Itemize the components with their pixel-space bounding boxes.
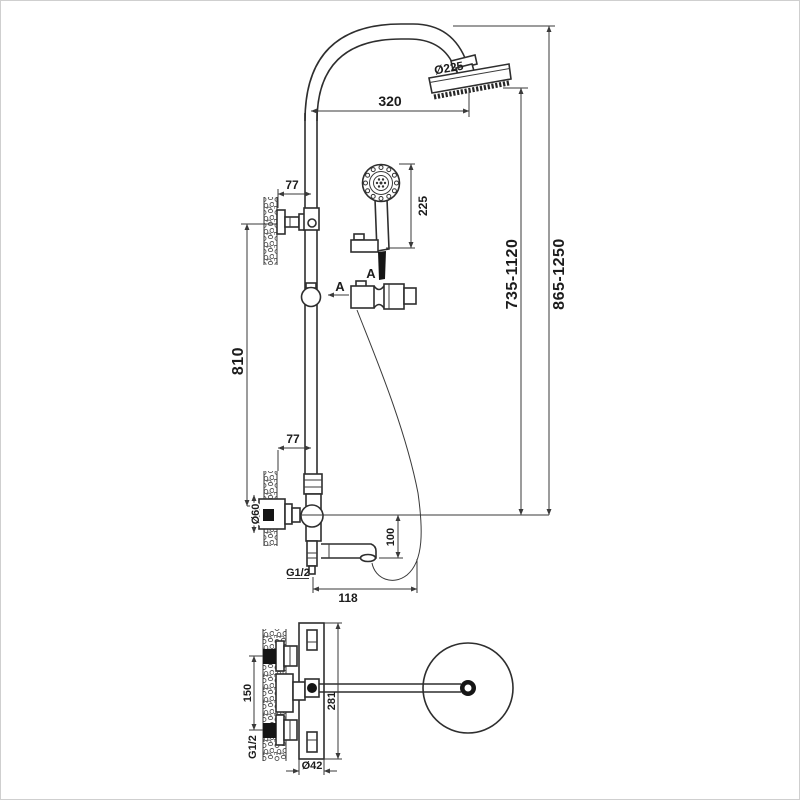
- dim-810: 810: [230, 223, 260, 507]
- overall-height-label: 865-1250: [551, 238, 568, 310]
- bracket-spacing-label: 810: [230, 347, 247, 375]
- dim-escutcheon-diameter: Ø60: [249, 494, 264, 534]
- head-diameter-label: Ø225: [433, 59, 465, 78]
- spout-reach-label: 118: [338, 591, 358, 605]
- gooseneck-arm: [304, 23, 471, 122]
- plan-shower-arm: [304, 678, 461, 698]
- top-wall-bracket: [241, 207, 320, 235]
- slider-ball: [300, 282, 322, 308]
- head-to-valve-height-label: 735-1120: [504, 239, 521, 310]
- plan-inlet-top: [263, 640, 298, 672]
- plan-overhead-head-circle: [422, 642, 514, 734]
- escutcheon-diameter-label: Ø60: [250, 504, 262, 525]
- bottom-bracket-offset-label: 77: [286, 432, 300, 446]
- section-label-a2: A: [366, 266, 376, 281]
- dim-150: 150: [242, 655, 263, 731]
- inlet-square: [263, 509, 274, 521]
- plan-view: 150 G1/2 281 Ø42: [242, 622, 514, 775]
- dim-735-1120: 735-1120: [503, 87, 528, 516]
- plan-center-flange: [275, 673, 306, 713]
- dim-100: 100: [379, 514, 403, 559]
- hand-shower-center-jets: [375, 178, 387, 188]
- holder-tab: [353, 233, 365, 241]
- valve-length-label: 281: [326, 692, 338, 710]
- shower-hose: [356, 309, 422, 581]
- hand-shower-nozzles: [363, 165, 399, 201]
- dim-865-1250: 865-1250: [453, 25, 568, 516]
- dim-77-top: 77: [277, 178, 312, 208]
- top-bracket-offset-label: 77: [285, 178, 299, 192]
- overhead-shower-head: [428, 54, 512, 100]
- riser-union-nut: [303, 473, 323, 495]
- hand-shower-holder: [350, 239, 379, 253]
- dim-77-bottom: 77: [277, 432, 312, 471]
- dim-valve-diameter: Ø42: [286, 759, 337, 775]
- hand-shower-length-label: 225: [416, 196, 430, 216]
- plan-inlet-bottom: [263, 714, 298, 746]
- outlet-thread-label: G1/2: [286, 567, 310, 579]
- valve-knob: [300, 504, 324, 528]
- spout-drop-label: 100: [385, 528, 397, 546]
- dim-225: 225: [386, 163, 430, 249]
- handle-end: [378, 251, 386, 280]
- front-view: Ø225 320 865-1250 735-1120: [230, 23, 568, 605]
- plan-inlet-thread-label: G1/2: [247, 735, 259, 759]
- head-connector: [450, 54, 478, 71]
- spout: [321, 543, 377, 563]
- dim-281: 281: [324, 622, 342, 760]
- inlet-spacing-label: 150: [242, 684, 254, 702]
- head-offset-label: 320: [378, 93, 402, 109]
- section-arrow-a: A: [327, 279, 349, 298]
- outlet-thread-callout: G1/2: [286, 567, 310, 579]
- shower-head-nozzles: [433, 80, 510, 100]
- wall-section-top: [263, 197, 278, 265]
- dim-320: 320: [310, 89, 470, 117]
- valve-diameter-label: Ø42: [302, 760, 323, 772]
- holder-section-detail: [350, 280, 417, 310]
- dim-118: 118: [312, 559, 418, 605]
- valve-assembly: [258, 473, 377, 575]
- hand-shower: [350, 163, 401, 280]
- section-label-a1: A: [335, 279, 345, 294]
